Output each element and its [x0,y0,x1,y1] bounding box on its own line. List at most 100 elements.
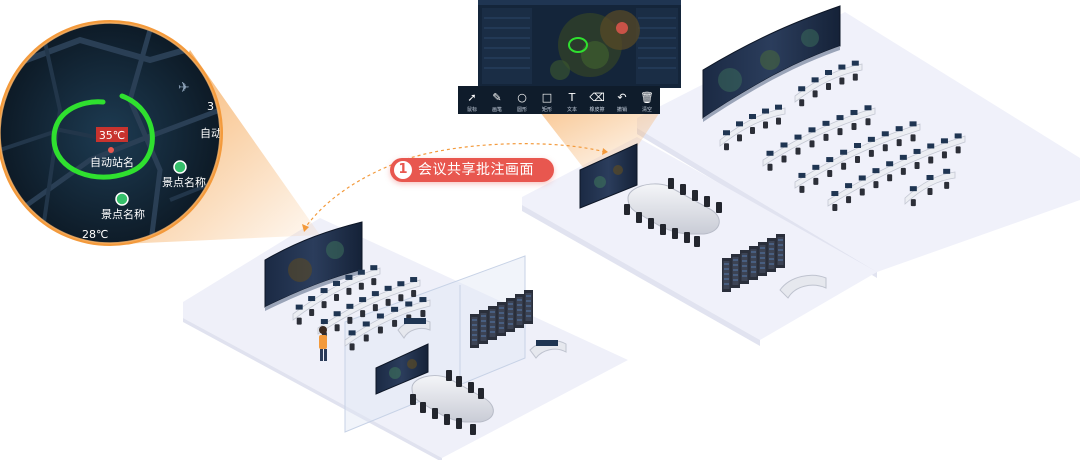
right-console-row-5 [827,133,966,212]
console-monitor [812,164,820,170]
toolbar-tool-label: 清空 [642,106,652,113]
toolbar-tool[interactable]: □矩形 [542,91,552,113]
console-monitor [359,297,367,303]
console-chair [955,146,961,154]
console-monitor [895,126,903,132]
shared-screen-preview [478,0,681,88]
console-chair [799,99,805,107]
console-chair [334,294,339,301]
meeting-chair [456,376,462,387]
toolbar-tool[interactable]: ⌫橡皮擦 [589,91,605,113]
middle-conference-table [627,183,720,235]
left-conference-table [411,375,494,423]
console-monitor [858,175,866,181]
console-monitor [836,115,844,121]
toolbar-tool[interactable]: ✎画笔 [492,91,502,113]
console-chair [846,196,852,204]
console-monitor [794,134,802,140]
console-monitor [723,130,730,136]
step-badge [390,158,554,182]
console-chair [763,121,768,129]
scenic-marker-icon-2 [115,192,129,206]
console-monitor [766,150,774,156]
right-console-row-1 [794,60,863,107]
console-chair [724,143,729,151]
console-monitor [410,277,418,283]
left-chairs [410,370,484,435]
console-chair [812,90,818,98]
console-monitor [927,143,935,149]
console-chair [865,118,871,126]
undo-icon: ↶ [617,91,626,104]
toolbar-tool[interactable]: T文本 [567,91,577,113]
left-room-consoles [292,265,431,351]
ellipse-icon: ○ [517,91,527,104]
console-chair [873,181,879,189]
temperature-badge-label: 35℃ [99,129,125,142]
console-monitor [780,142,788,148]
server-rack [776,234,785,268]
console-monitor [419,297,427,303]
left-console-row-1 [292,265,381,325]
console-chair [910,199,916,207]
console-monitor [913,148,921,154]
console-monitor [391,306,399,312]
console-chair [914,161,920,169]
meeting-chair [692,190,698,201]
console-monitor [867,136,875,142]
console-chair [859,188,865,196]
toolbar-tool[interactable]: ➚鼠标 [467,91,477,113]
console-chair [826,83,831,90]
console-monitor [798,86,806,92]
connector-arrowhead-left [302,224,309,232]
meeting-chair [704,196,710,207]
step-number: 1 [394,161,412,179]
console-monitor [397,281,405,287]
server-rack [722,258,731,292]
toolbar-tool-label: 鼠标 [467,106,477,113]
console-monitor [333,281,340,286]
meeting-chair [684,232,690,243]
toolbar-tool[interactable]: ↶ 撤销 [617,91,627,113]
edge-digit: 3 [207,100,214,113]
middle-server-racks [722,234,785,292]
trash-icon: 🗑 [640,91,654,104]
meeting-chair [680,184,686,195]
console-chair [392,319,398,327]
toolbar-tool[interactable]: ○圆形 [517,91,527,113]
left-console-row-2 [317,277,421,340]
meeting-chair [410,394,416,405]
console-chair [910,134,916,142]
console-monitor [405,301,413,307]
meeting-chair [672,228,678,239]
station-label: 自动站名 [90,155,134,169]
server-rack [767,238,776,272]
console-monitor [845,183,853,189]
console-monitor [954,133,962,139]
console-chair [887,174,893,182]
toolbar-tool[interactable]: 🗑 清空 [640,91,654,113]
text-icon: T [568,91,576,104]
console-chair [832,204,838,212]
console-monitor [851,60,859,66]
console-chair [296,317,302,325]
console-monitor [850,109,858,115]
console-chair [841,162,847,170]
console-chair [795,147,801,155]
console-chair [750,127,755,134]
console-chair [896,139,902,147]
console-monitor [320,319,328,325]
server-rack [731,254,740,288]
toolbar-tool-label: 撤销 [617,106,627,113]
meeting-chair [456,418,462,429]
console-monitor [345,274,353,280]
console-chair [799,185,805,193]
console-chair [868,149,874,157]
console-monitor [872,168,880,174]
middle-chairs [624,178,722,247]
console-chair [420,310,426,318]
preview-annotation-loop [568,37,588,53]
console-chair [321,301,327,309]
console-chair [776,117,781,125]
